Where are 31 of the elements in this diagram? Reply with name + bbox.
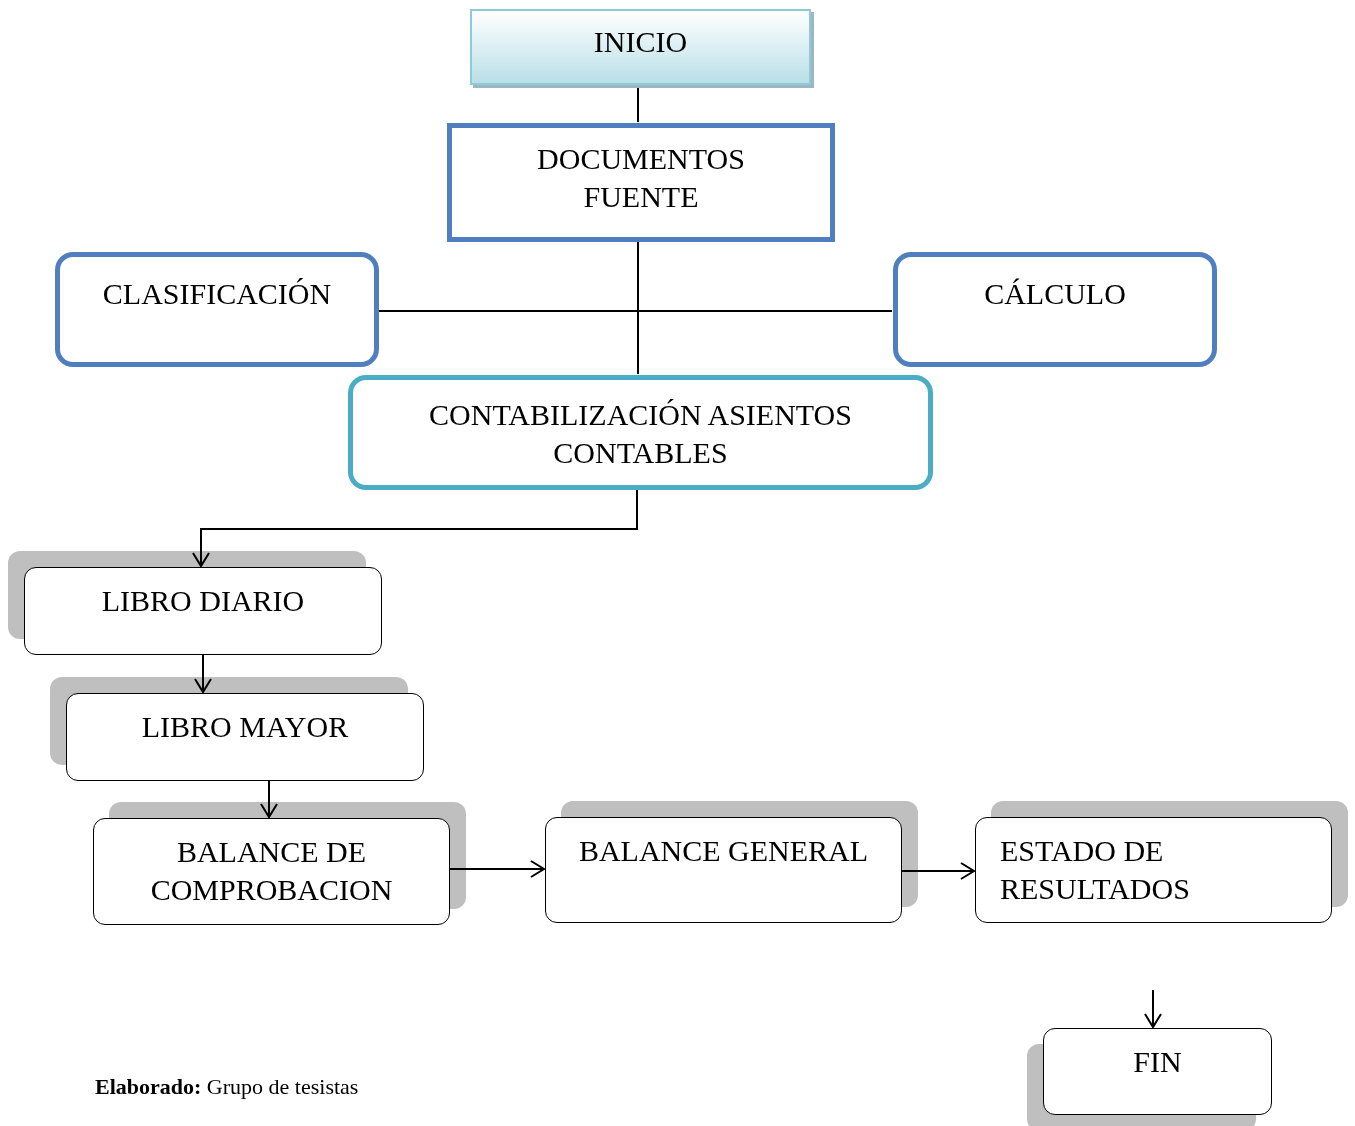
process-box [545,817,902,923]
node-text: ESTADO DE RESULTADOS [1000,833,1191,907]
process-box [24,567,382,655]
process-box [975,817,1332,923]
process-box [66,693,424,781]
process-box [348,375,933,490]
note-text: Elaborado: Grupo de tesistas [95,1074,359,1100]
node-text: CONTABILIZACIÓN ASIENTOS CONTABLES [428,397,853,471]
node-text: INICIO [592,24,689,60]
node-text: BALANCE GENERAL [577,833,870,869]
arrow [192,489,638,567]
node-text: DOCUMENTOS FUENTE [536,141,746,215]
arrow [449,860,545,878]
arrow [901,862,975,880]
node-text: CLASIFICACIÓN [101,276,333,312]
connector-line [637,241,639,375]
arrow [1144,989,1162,1028]
node-text: LIBRO MAYOR [140,709,350,745]
node-text: CÁLCULO [983,276,1127,312]
node-text: LIBRO DIARIO [100,583,306,619]
arrow [260,780,278,818]
process-box [1043,1028,1272,1115]
connector-line [378,310,893,312]
arrow [194,654,212,693]
process-box [55,252,379,367]
process-box [447,123,835,242]
process-box [893,252,1217,367]
process-box [93,818,450,925]
node-text: BALANCE DE COMPROBACION [149,834,394,908]
node-text: FIN [1132,1044,1183,1080]
start-box [470,9,811,85]
